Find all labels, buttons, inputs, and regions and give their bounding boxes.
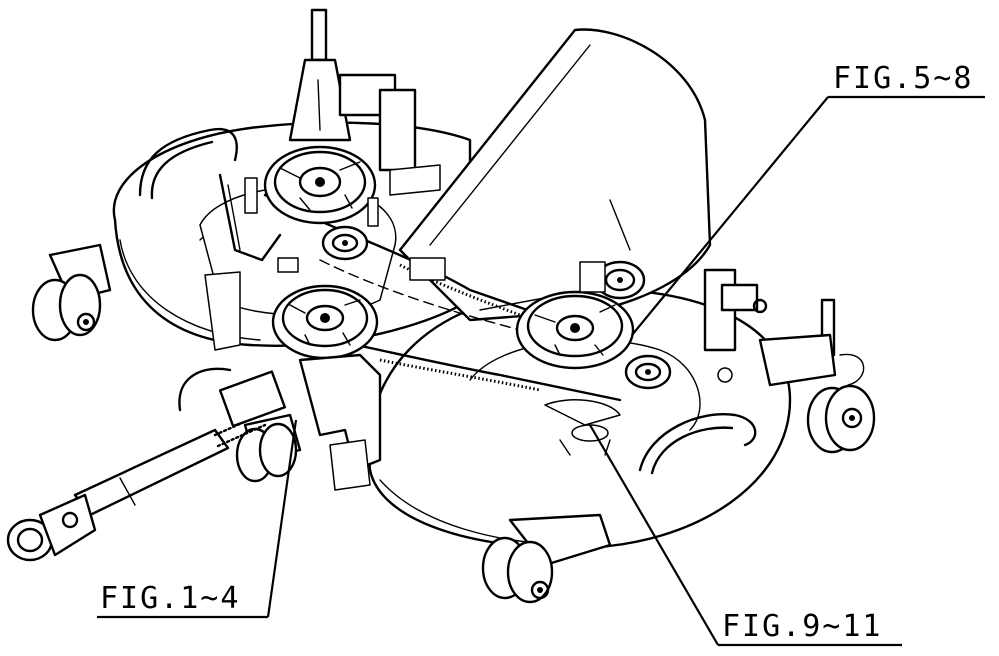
middle-left-pulley: [271, 284, 379, 360]
front-caster-wheel: [235, 413, 302, 483]
idler-right-bottom: [624, 354, 672, 390]
tension-linkage: [218, 173, 379, 273]
idler-top: [321, 225, 369, 261]
leader-fig-1-4: [97, 419, 298, 619]
lower-hardware: [409, 257, 733, 456]
callout-fig-9-11: FIG.9~11: [722, 609, 883, 644]
right-pulley: [515, 290, 635, 370]
left-caster-wheel: [31, 243, 112, 342]
right-bracket: [703, 268, 768, 352]
left-handle: [138, 127, 238, 197]
callout-fig-5-8: FIG.5~8: [833, 61, 973, 96]
top-pulley: [263, 145, 377, 225]
right-caster-wheel: [758, 298, 876, 454]
bottom-caster-wheel: [481, 513, 612, 604]
callout-fig-1-4: FIG.1~4: [100, 581, 240, 616]
pto-drive-shaft: [6, 370, 287, 562]
leader-fig-9-11: [589, 424, 902, 647]
front-handle: [178, 367, 232, 412]
right-rear-handle: [638, 413, 757, 472]
leader-fig-5-8: [631, 95, 985, 336]
gearbox-tower: [288, 8, 441, 196]
front-mount-bracket: [204, 271, 382, 491]
discharge-cover: [398, 28, 712, 322]
